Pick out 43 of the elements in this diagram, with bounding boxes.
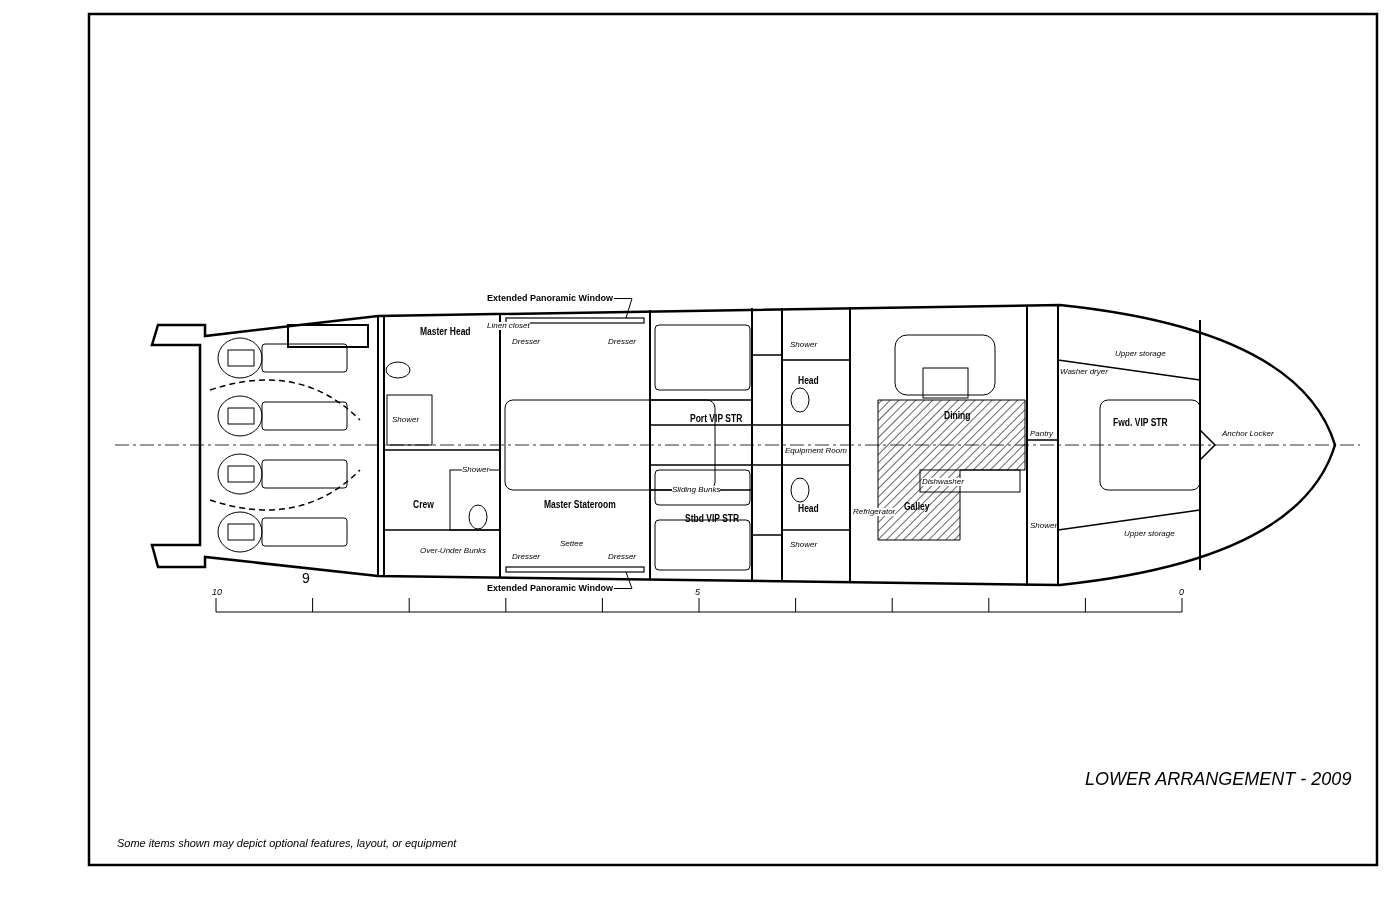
frame-number: 9 [302,571,310,585]
leader-line [613,298,633,319]
storage-label: Upper storage [1115,350,1166,358]
room-name: Head [798,376,819,386]
room-name: Master Head [420,327,471,337]
room-name: Port VIP STR [690,414,743,424]
furniture-label: Dresser [608,338,636,346]
room-label: Shower [790,541,818,549]
furniture-label: Settee [560,540,584,548]
appliance-label: Refrigerator [853,508,896,516]
room-label: Shower [462,466,490,474]
furniture-label: Dresser [512,553,540,561]
window-frame [505,566,645,573]
room-label: Shower [1030,522,1058,530]
appliance-label: Dishwasher [922,478,964,486]
scale-number: 0 [1179,588,1184,597]
room-name: Fwd. VIP STR [1113,418,1168,428]
scale-number: 5 [695,588,700,597]
window-frame [505,317,645,324]
room-name: Galley [904,502,930,512]
footnote: Some items shown may depict optional features, layout, or equipment [117,838,457,849]
room-name: Stbd VIP STR [685,514,740,524]
storage-label: Anchor Locker [1222,430,1274,438]
room-label: Pantry [1030,430,1054,438]
callout-label: Extended Panoramic Window [487,294,613,303]
room-name: Dining [944,411,971,421]
room-label: Linen closet [487,322,530,330]
room-label: Shower [790,341,818,349]
drawing-title: LOWER ARRANGEMENT - 2009 [1085,770,1352,788]
appliance-label: Washer dryer [1060,368,1108,376]
room-label: Over-Under Bunks [420,547,487,555]
furniture-label: Dresser [512,338,540,346]
room-name: Crew [413,500,434,510]
room-label: Equipment Room [785,447,847,455]
leader-line [613,571,633,589]
scale-number: 10 [212,588,222,597]
storage-label: Upper storage [1124,530,1175,538]
room-name: Head [798,504,819,514]
room-label: Shower [392,416,420,424]
callout-label: Extended Panoramic Window [487,584,613,593]
furniture-label: Dresser [608,553,636,561]
furniture-label: Sliding Bunks [672,486,721,494]
room-name: Master Stateroom [544,500,616,510]
